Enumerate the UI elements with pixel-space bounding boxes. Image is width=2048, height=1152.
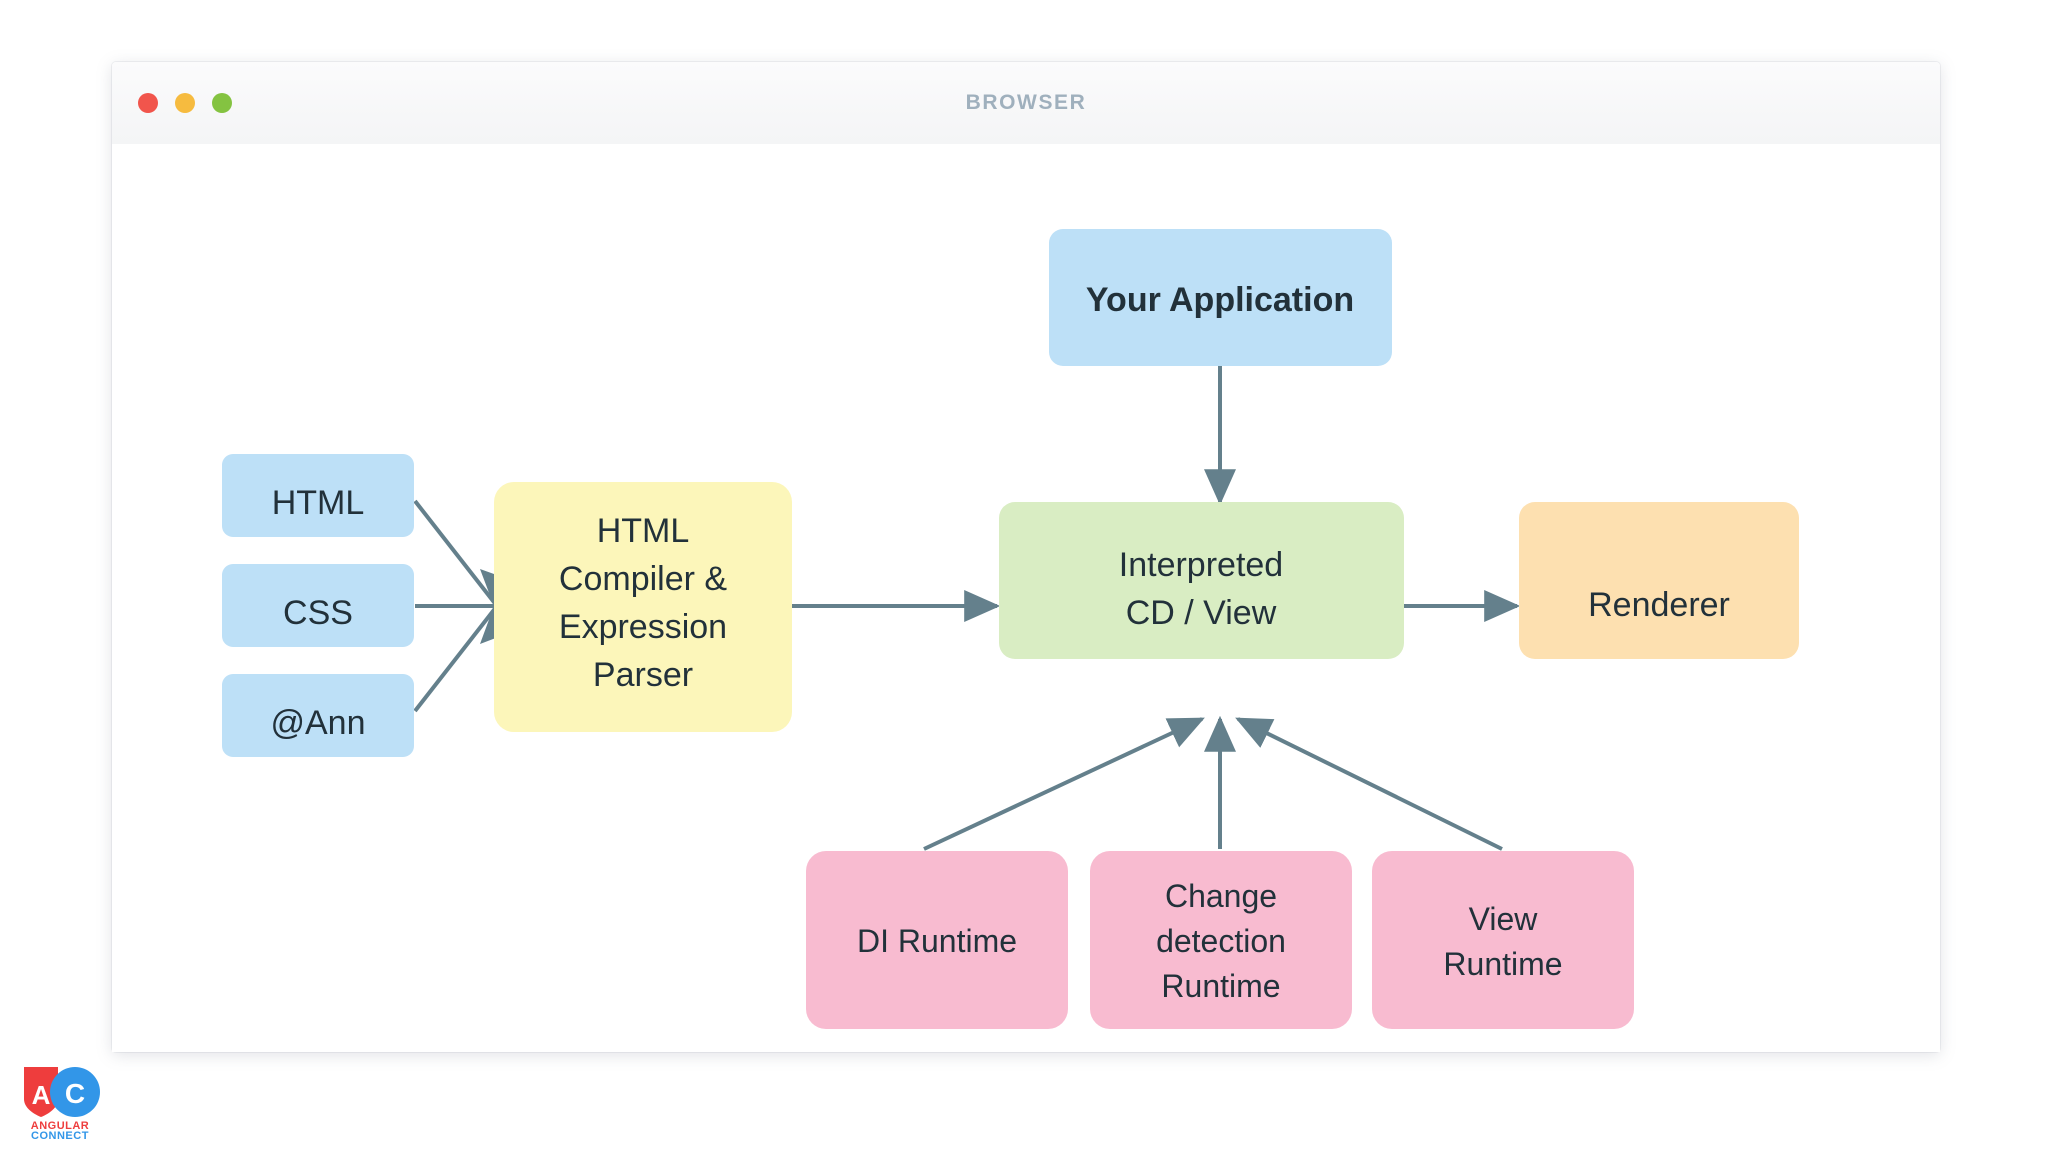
logo-wordmark-connect: CONNECT xyxy=(31,1130,89,1139)
node-css-label: CSS xyxy=(283,594,353,632)
close-button[interactable] xyxy=(138,93,158,113)
node-renderer-label: Renderer xyxy=(1588,586,1730,624)
node-change-detection-runtime[interactable]: Change detection Runtime xyxy=(1090,851,1352,1029)
node-interpreted-cd-view[interactable]: Interpreted CD / View xyxy=(999,502,1404,659)
node-change-detection-runtime-line-0: Change xyxy=(1165,878,1277,914)
node-your-application[interactable]: Your Application xyxy=(1049,229,1392,366)
node-change-detection-runtime-line-2: Runtime xyxy=(1161,968,1280,1004)
node-view-runtime-line-0: View xyxy=(1469,901,1539,937)
diagram-canvas: Your Application HTML CSS @Ann HTML xyxy=(112,144,1940,1052)
node-html-label: HTML xyxy=(272,484,365,522)
node-view-runtime-line-1: Runtime xyxy=(1443,946,1562,982)
logo-shield-a-icon: A xyxy=(24,1067,58,1117)
logo-letter-a: A xyxy=(32,1080,51,1110)
edge-ann-to-compiler xyxy=(413,604,499,713)
minimize-button[interactable] xyxy=(175,93,195,113)
node-compiler-line-3: Parser xyxy=(593,656,693,694)
node-compiler-line-2: Expression xyxy=(559,608,727,646)
node-ann-label: @Ann xyxy=(270,704,365,742)
node-change-detection-runtime-line-1: detection xyxy=(1156,923,1286,959)
architecture-diagram: Your Application HTML CSS @Ann HTML xyxy=(222,229,1799,1029)
node-compiler[interactable]: HTML Compiler & Expression Parser xyxy=(494,482,792,732)
edge-html-to-compiler xyxy=(413,499,499,608)
node-ann[interactable]: @Ann xyxy=(222,674,414,757)
logo-circle-c-icon: C xyxy=(50,1067,100,1117)
node-your-application-label: Your Application xyxy=(1086,281,1354,319)
window-title: BROWSER xyxy=(965,91,1087,114)
window-title-bar: BROWSER xyxy=(112,62,1940,145)
traffic-light-group xyxy=(138,93,232,113)
edge-di-runtime-to-interpreted xyxy=(923,717,1205,851)
node-compiler-line-0: HTML xyxy=(597,512,690,550)
node-view-runtime[interactable]: View Runtime xyxy=(1372,851,1634,1029)
node-css[interactable]: CSS xyxy=(222,564,414,647)
angularconnect-logo: A C ANGULAR CONNECT xyxy=(24,1067,100,1139)
node-interpreted-line-1: CD / View xyxy=(1126,594,1277,632)
node-di-runtime-line-0: DI Runtime xyxy=(857,923,1017,959)
node-compiler-line-1: Compiler & xyxy=(559,560,727,598)
logo-wordmark-angular: ANGULAR xyxy=(31,1120,90,1132)
node-di-runtime[interactable]: DI Runtime xyxy=(806,851,1068,1029)
browser-window: BROWSER xyxy=(112,62,1940,1052)
node-interpreted-line-0: Interpreted xyxy=(1119,546,1283,584)
edge-view-runtime-to-interpreted xyxy=(1235,717,1503,851)
logo-letter-c: C xyxy=(65,1078,85,1109)
zoom-button[interactable] xyxy=(212,93,232,113)
node-renderer[interactable]: Renderer xyxy=(1519,502,1799,659)
node-html[interactable]: HTML xyxy=(222,454,414,537)
